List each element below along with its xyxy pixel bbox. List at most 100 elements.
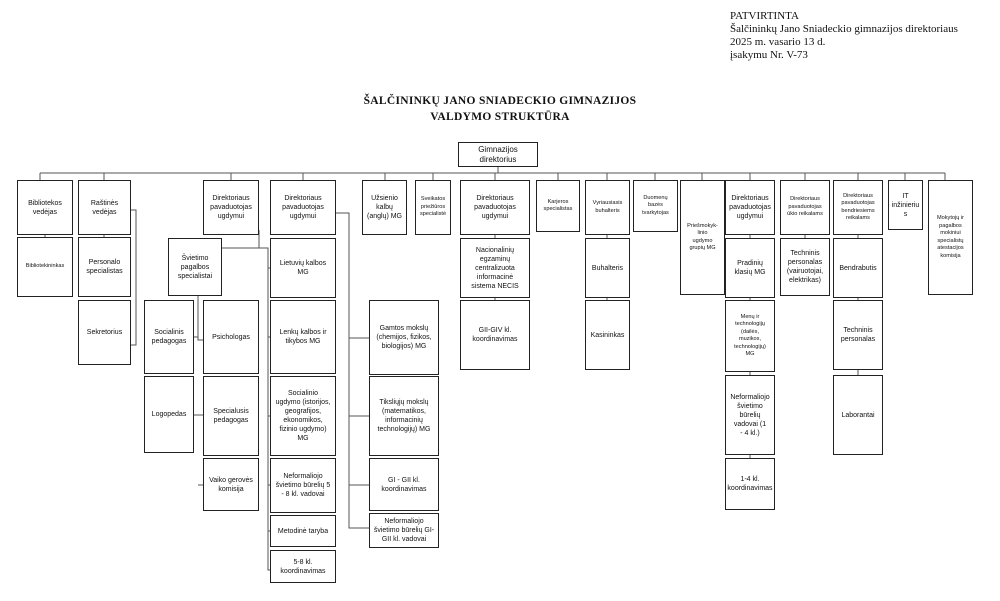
org-box-necis: Nacionalinių egzaminų centralizuota info… — [460, 238, 530, 298]
org-box-preschool-mg: Priešmokyk- linio ugdymo grupių MG — [680, 180, 725, 295]
org-box-label: GI - GII kl. koordinavimas — [381, 476, 427, 493]
org-box-label: Metodinė taryba — [277, 527, 329, 535]
org-box-label: GII-GIV kl. koordinavimas — [472, 327, 518, 343]
org-box-label: Vaiko gerovės komisija — [209, 476, 253, 493]
org-box-secretary: Sekretorius — [78, 300, 131, 365]
org-box-gii-giv-coordination: GII-GIV kl. koordinavimas — [460, 300, 530, 370]
org-box-label: Buhalteris — [591, 264, 624, 272]
org-box-technical-staff-2: Techninis personalas — [833, 300, 883, 370]
org-box-label: Direktoriaus pavaduotojas ugdymui — [474, 195, 516, 220]
org-box-label: Specialusis pedagogas — [213, 408, 249, 424]
org-box-label: Sekretorius — [86, 329, 123, 336]
org-box-lithuanian-mg: Lietuvių kalbos MG — [270, 238, 336, 298]
org-box-label: Logopedas — [151, 411, 187, 418]
org-box-label: Vyriausiasis buhalteris — [592, 200, 623, 214]
document-subtitle: VALDYMO STRUKTŪRA — [430, 111, 570, 123]
org-box-it-engineer: IT inžinieriu s — [888, 180, 923, 230]
org-box-label: Priešmokyk- linio ugdymo grupių MG — [687, 222, 718, 252]
org-box-nonformal-1-4: Neformaliojo švietimo būrelių vadovai (1… — [725, 375, 775, 455]
org-box-laboratory-assistants: Laborantai — [833, 375, 883, 455]
org-box-database-admin: Duomenų bazės tvarkytojas — [633, 180, 678, 232]
org-box-office-head: Raštinės vedėjas — [78, 180, 131, 235]
org-box-label: Neformaliojo švietimo būrelių GI- GII kl… — [373, 518, 435, 543]
org-box-label: Socialinio ugdymo (istorijos, geografijo… — [275, 390, 331, 442]
org-box-deputy-education-3: Direktoriaus pavaduotojas ugdymui — [460, 180, 530, 235]
org-box-label: Neformaliojo švietimo būrelių 5 - 8 kl. … — [275, 473, 331, 498]
org-box-personnel-specialist: Personalo specialistas — [78, 237, 131, 297]
approval-block: PATVIRTINTA Šalčininkų Jano Sniadeckio g… — [730, 10, 958, 62]
org-box-librarian: Bibliotekininkas — [17, 237, 73, 297]
org-box-natural-sciences-mg: Gamtos mokslų (chemijos, fizikos, biolog… — [369, 300, 439, 375]
org-box-coordination-1-4: 1-4 kl. koordinavimas — [725, 458, 775, 510]
org-box-dormitory: Bendrabutis — [833, 238, 883, 298]
org-box-label: Užsienio kalbų (anglų) MG — [366, 195, 402, 220]
org-box-polish-religion-mg: Lenkų kalbos ir tikybos MG — [270, 300, 336, 374]
approval-line-4: įsakymu Nr. V-73 — [730, 49, 808, 61]
org-box-career-specialist: Karjeros specialistas — [536, 180, 580, 232]
org-box-label: Direktoriaus pavaduotojas ugdymui — [282, 195, 324, 220]
org-box-child-welfare-commission: Vaiko gerovės komisija — [203, 458, 259, 511]
org-box-label: Direktoriaus pavaduotojas ugdymui — [210, 195, 252, 220]
org-box-label: Sveikatos priežiūros specialistė — [419, 196, 447, 218]
org-box-nonformal-5-8: Neformaliojo švietimo būrelių 5 - 8 kl. … — [270, 458, 336, 513]
org-box-label: Neformaliojo švietimo būrelių vadovai (1… — [730, 393, 770, 437]
org-box-label: Psichologas — [212, 333, 250, 341]
org-box-label: 5-8 kl. koordinavimas — [280, 558, 326, 575]
org-box-label: Bibliotekininkas — [25, 263, 65, 270]
org-box-social-education-mg: Socialinio ugdymo (istorijos, geografijo… — [270, 376, 336, 456]
org-box-speech-therapist: Logopedas — [144, 376, 194, 453]
org-box-deputy-general: Direktoriaus pavaduotojas bendriesiems r… — [833, 180, 883, 235]
org-box-label: Tiksliųjų mokslų (matematikos, informaci… — [377, 399, 431, 433]
org-box-label: Kasininkas — [590, 331, 625, 339]
approval-line-1: PATVIRTINTA — [730, 10, 799, 22]
org-box-label: Direktoriaus pavaduotojas ūkio reikalams — [787, 196, 823, 218]
document-title: ŠALČININKŲ JANO SNIADECKIO GIMNAZIJOS — [363, 95, 637, 107]
org-box-coordination-5-8: 5-8 kl. koordinavimas — [270, 550, 336, 583]
org-box-label: Techninis personalas — [840, 327, 876, 343]
org-box-label: 1-4 kl. koordinavimas — [727, 476, 773, 492]
org-box-label: Pradinių klasių MG — [734, 260, 766, 276]
org-box-label: Lietuvių kalbos MG — [279, 260, 327, 276]
org-box-label: Gimnazijos direktorius — [478, 144, 518, 164]
approval-line-2: Šalčininkų Jano Sniadeckio gimnazijos di… — [730, 23, 958, 35]
org-box-nonformal-gi-gii: Neformaliojo švietimo būrelių GI- GII kl… — [369, 513, 439, 548]
org-box-label: Raštinės vedėjas — [90, 199, 119, 216]
org-box-accountant: Buhalteris — [585, 238, 630, 298]
org-box-director: Gimnazijos direktorius — [458, 142, 538, 167]
org-box-label: Direktoriaus pavaduotojas bendriesiems r… — [841, 192, 875, 222]
org-box-label: Menų ir technologijų (dailės, muzikos, t… — [734, 313, 766, 358]
org-box-deputy-education-1: Direktoriaus pavaduotojas ugdymui — [203, 180, 259, 235]
org-box-label: Karjeros specialistas — [543, 198, 573, 213]
org-box-label: Personalo specialistas — [86, 259, 123, 275]
org-box-deputy-economic: Direktoriaus pavaduotojas ūkio reikalams — [780, 180, 830, 235]
org-box-label: Gamtos mokslų (chemijos, fizikos, biolog… — [376, 325, 432, 350]
org-box-label: IT inžinieriu s — [891, 192, 920, 218]
org-box-methodical-council: Metodinė taryba — [270, 515, 336, 547]
org-box-label: Bendrabutis — [839, 264, 877, 272]
org-box-exact-sciences-mg: Tiksliųjų mokslų (matematikos, informaci… — [369, 376, 439, 456]
org-box-primary-mg: Pradinių klasių MG — [725, 238, 775, 298]
org-box-gi-gii-coordination: GI - GII kl. koordinavimas — [369, 458, 439, 511]
org-box-deputy-education-2: Direktoriaus pavaduotojas ugdymui — [270, 180, 336, 235]
org-box-label: Socialinis pedagogas — [151, 329, 187, 345]
org-box-label: Laborantai — [841, 411, 875, 419]
org-box-special-pedagogue: Specialusis pedagogas — [203, 376, 259, 456]
org-box-technical-staff-1: Techninis personalas (vairuotojai, elekt… — [780, 238, 830, 296]
org-box-chief-accountant: Vyriausiasis buhalteris — [585, 180, 630, 235]
org-box-health-specialist: Sveikatos priežiūros specialistė — [415, 180, 451, 235]
org-box-psychologist: Psichologas — [203, 300, 259, 374]
org-box-library-head: Bibliotekos vedėjas — [17, 180, 73, 235]
org-box-label: Direktoriaus pavaduotojas ugdymui — [729, 195, 771, 220]
approval-line-3: 2025 m. vasario 13 d. — [730, 36, 826, 48]
org-box-label: Švietimo pagalbos specialistai — [177, 254, 213, 280]
org-box-label: Lenkų kalbos ir tikybos MG — [279, 329, 327, 345]
org-box-deputy-education-4: Direktoriaus pavaduotojas ugdymui — [725, 180, 775, 235]
org-box-attestation-commission: Mokytojų ir pagalbos mokiniui specialist… — [928, 180, 973, 295]
org-box-label: Mokytojų ir pagalbos mokiniui specialist… — [936, 215, 965, 259]
org-box-cashier: Kasininkas — [585, 300, 630, 370]
org-box-label: Bibliotekos vedėjas — [28, 199, 62, 216]
org-box-foreign-languages-mg: Užsienio kalbų (anglų) MG — [362, 180, 407, 235]
org-box-social-pedagogue: Socialinis pedagogas — [144, 300, 194, 374]
org-box-label: Techninis personalas (vairuotojai, elekt… — [786, 250, 824, 284]
org-box-support-specialists: Švietimo pagalbos specialistai — [168, 238, 222, 296]
